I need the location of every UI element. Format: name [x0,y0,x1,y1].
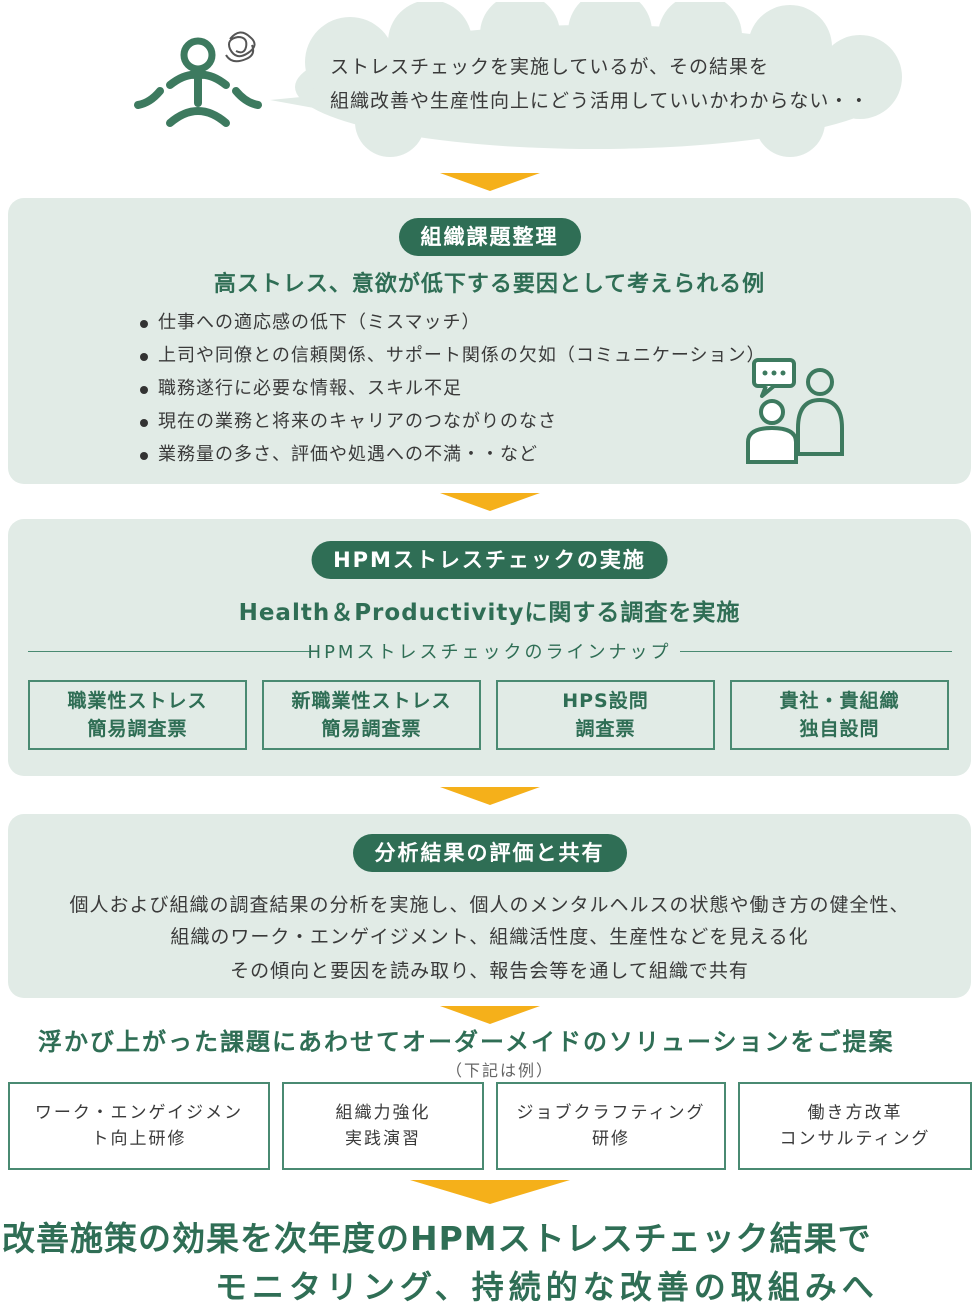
lineup-box: 新職業性ストレス 簡易調査票 [262,680,481,750]
solution-box-line2: 研修 [592,1129,630,1149]
list-item: 職務遂行に必要な情報、スキル不足 [138,372,765,405]
step-title-organization-issues: 組織課題整理 [398,218,581,256]
list-item: 現在の業務と将来のキャリアのつながりのなさ [138,405,765,438]
solution-box-line2: コンサルティング [779,1129,931,1149]
step-subtitle-causes: 高ストレス、意欲が低下する要因として考えられる例 [213,272,766,297]
lineup-box-line1: 職業性ストレス [67,690,208,712]
flow-arrow-3 [440,787,540,805]
solution-box-line2: 実践演習 [345,1129,421,1149]
worried-person-icon [130,25,270,135]
flow-arrow-2 [440,493,540,511]
analysis-text-1: 個人および組織の調査結果の分析を実施し、個人のメンタルヘルスの状態や働き方の健全… [69,894,910,916]
flow-arrow-4 [440,1006,540,1024]
conversation-icon [740,356,855,466]
worry-text-1: ストレスチェックを実施しているが、その結果を [330,56,770,78]
list-item: 上司や同僚との信頼関係、サポート関係の欠如（コミュニケーション） [138,339,765,372]
step-subtitle-survey: Health＆Productivityに関する調査を実施 [238,600,741,626]
thought-cloud [270,0,920,162]
solution-box: 働き方改革 コンサルティング [738,1082,972,1170]
conclusion-line2: モニタリング、持続的な改善の取組みへ [215,1268,879,1306]
solutions-heading: 浮かび上がった課題にあわせてオーダーメイドのソリューションをご提案 [38,1028,895,1056]
solutions-note: （下記は例） [445,1061,554,1080]
solution-box-line1: ワーク・エンゲイジメン [34,1103,244,1123]
conclusion-line1: 改善施策の効果を次年度のHPMストレスチェック結果で [2,1219,872,1258]
solution-box: ジョブクラフティング 研修 [496,1082,726,1170]
divider-left [28,651,318,652]
lineup-box: HPS設問 調査票 [496,680,715,750]
panel-analysis-sharing: 分析結果の評価と共有 個人および組織の調査結果の分析を実施し、個人のメンタルヘル… [8,814,971,998]
lineup-box-line1: 新職業性ストレス [291,690,452,712]
divider-right [680,651,952,652]
lineup-box: 貴社・貴組織 独自設問 [730,680,949,750]
lineup-box-line1: 貴社・貴組織 [779,690,900,712]
lineup-box-line2: 簡易調査票 [321,718,422,740]
lineup-label: HPMストレスチェックのラインナップ [307,642,672,663]
solution-box-line1: 組織力強化 [335,1103,431,1123]
flow-arrow-1 [440,173,540,191]
flow-arrow-5 [410,1180,570,1204]
lineup-box-line2: 独自設問 [799,718,880,740]
worry-text-2: 組織改善や生産性向上にどう活用していいかわからない・・ [330,90,870,112]
list-item: 仕事への適応感の低下（ミスマッチ） [138,306,765,339]
step-title-hpm-stresscheck: HPMストレスチェックの実施 [311,541,668,579]
lineup-box-line2: 調査票 [575,718,636,740]
panel-organization-issues: 組織課題整理 高ストレス、意欲が低下する要因として考えられる例 仕事への適応感の… [8,198,971,484]
solution-box-line1: 働き方改革 [807,1103,903,1123]
panel-hpm-stresscheck: HPMストレスチェックの実施 Health＆Productivityに関する調査… [8,519,971,776]
solution-box: ワーク・エンゲイジメン ト向上研修 [8,1082,270,1170]
analysis-text-3: その傾向と要因を読み取り、報告会等を通して組織で共有 [230,960,749,982]
step-title-analysis: 分析結果の評価と共有 [352,834,627,872]
lineup-box: 職業性ストレス 簡易調査票 [28,680,247,750]
solution-box-line1: ジョブクラフティング [516,1103,706,1123]
lineup-box-line2: 簡易調査票 [87,718,188,740]
solution-box-line2: ト向上研修 [91,1129,187,1149]
list-item: 業務量の多さ、評価や処遇への不満・・など [138,438,765,471]
solution-box: 組織力強化 実践演習 [282,1082,484,1170]
analysis-text-2: 組織のワーク・エンゲイジメント、組織活性度、生産性などを見える化 [170,926,809,948]
lineup-box-line1: HPS設問 [562,690,649,712]
causes-list: 仕事への適応感の低下（ミスマッチ） 上司や同僚との信頼関係、サポート関係の欠如（… [138,306,765,471]
